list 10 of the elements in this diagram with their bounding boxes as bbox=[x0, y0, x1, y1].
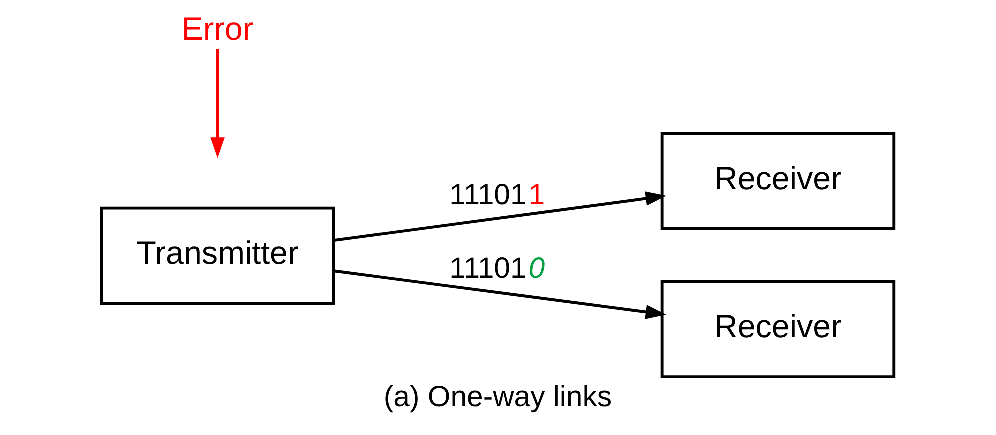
node-box: Transmitter bbox=[100, 206, 336, 306]
node-box: Receiver bbox=[660, 280, 896, 379]
edge-label: 111010 bbox=[450, 252, 546, 286]
arrow bbox=[210, 49, 225, 158]
arrow bbox=[334, 192, 666, 242]
arrow bbox=[334, 270, 666, 320]
edge-label: 111011 bbox=[450, 178, 546, 212]
node-text: Error bbox=[182, 10, 254, 47]
caption: (a) One-way links bbox=[384, 380, 612, 414]
node-box: Receiver bbox=[660, 132, 896, 230]
